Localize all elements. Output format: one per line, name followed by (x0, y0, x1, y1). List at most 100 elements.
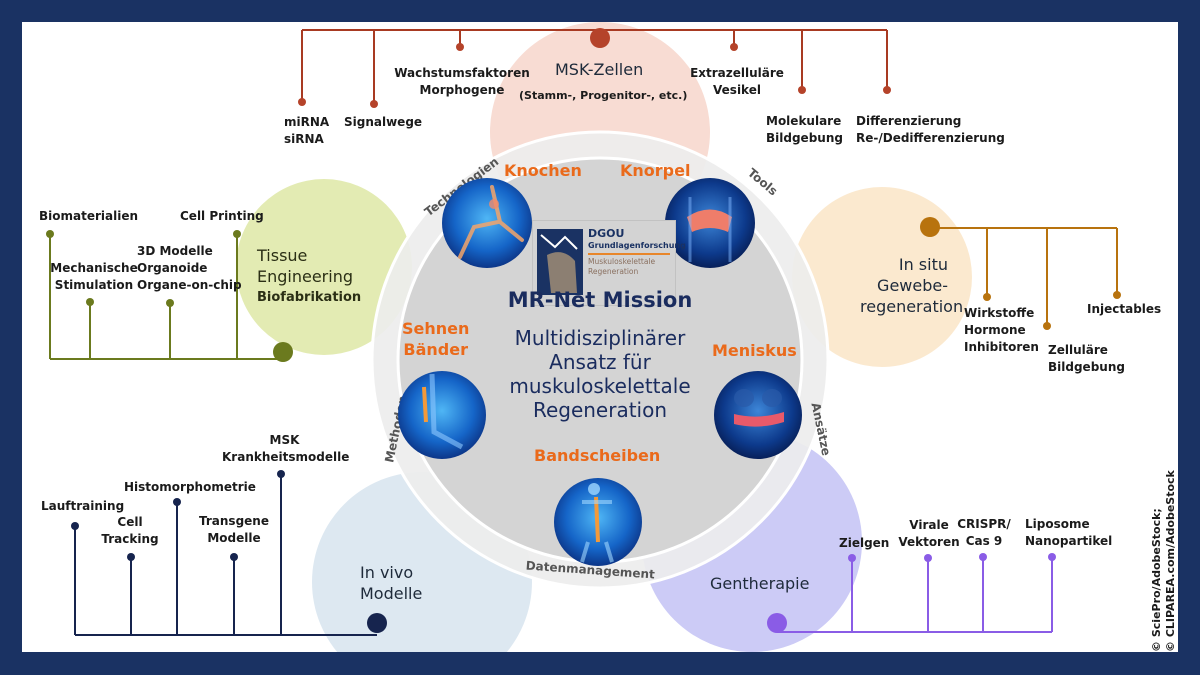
item-line: Organoide (137, 261, 208, 275)
knochen-image (442, 178, 532, 268)
msk-item-signalwege: Signalwege (344, 115, 423, 129)
in-vivo-title-line: Modelle (360, 584, 423, 603)
in-vivo-item-cell-tracking: Cell Tracking (100, 514, 160, 548)
in-vivo-item-msk-krankheitsmodelle: MSK Krankheitsmodelle (222, 432, 350, 466)
logo-org: DGOU (588, 227, 625, 240)
petal-title-in-situ: In situ Gewebe- regeneration (860, 254, 964, 317)
item-line: Krankheitsmodelle (222, 450, 350, 464)
credit-line: © CLIPAREA.com/AdobeStock (1164, 470, 1177, 652)
tissue-item-biomaterialien: Biomaterialien (39, 209, 139, 223)
item-line: siRNA (284, 132, 324, 146)
mission-title: MR-Net Mission (507, 288, 693, 312)
logo-line-2: Regeneration (588, 267, 639, 276)
tissue-item-mechanische-stimulation: Mechanische Stimulation (50, 260, 138, 294)
ring-border (370, 130, 830, 590)
item-line: Virale (909, 518, 949, 532)
in-situ-title-line: regeneration (860, 297, 964, 316)
item-line: Tracking (101, 532, 159, 546)
tissue-title-line: Engineering (257, 267, 353, 286)
connector-dots-in-situ (920, 217, 1121, 330)
credit-line: © SciePro/AdobeStock; (1150, 508, 1163, 652)
petal-tissue-engineering (236, 179, 412, 355)
tissue-item-3d-modelle: 3D Modelle Organoide Organe-on-chip (137, 243, 242, 294)
connector-dots-in-vivo (71, 470, 387, 633)
item-line: Wirkstoffe (964, 306, 1035, 320)
gen-item-liposome: Liposome Nanopartikel (1025, 516, 1112, 550)
gen-item-crispr-cas9: CRISPR/ Cas 9 (954, 516, 1014, 550)
msk-item-differenzierung: Differenzierung Re-/Dedifferenzierung (856, 113, 1005, 147)
petal-title-tissue-engineering: Tissue Engineering Biofabrikation (257, 245, 361, 308)
in-situ-title-line: In situ (898, 255, 948, 274)
tissue-label-sehnen: Sehnen (402, 319, 470, 338)
connector-dots-gentherapie (767, 553, 1056, 633)
item-line: Liposome (1025, 517, 1090, 531)
bandscheiben-image (554, 478, 642, 566)
meniskus-image (714, 371, 802, 459)
dgou-logo: DGOU Grundlagenforschung Muskuloskeletta… (532, 220, 686, 306)
gen-item-virale-vektoren: Virale Vektoren (894, 517, 964, 551)
tissue-label-baender: Bänder (403, 340, 468, 359)
knorpel-image (665, 178, 755, 268)
item-line: Hormone (964, 323, 1026, 337)
diagram-canvas: Technologien Tools Methoden Ansätze Date… (22, 22, 1178, 652)
in-vivo-item-lauftraining: Lauftraining (41, 499, 125, 513)
item-line: 3D Modelle (137, 244, 213, 258)
msk-item-wachstumsfaktoren: Wachstumsfaktoren Morphogene (392, 65, 532, 99)
in-situ-item-zellulaere-bildgebung: Zelluläre Bildgebung (1048, 342, 1125, 376)
msk-item-mirna: miRNA siRNA (284, 114, 329, 148)
in-situ-item-wirkstoffe: Wirkstoffe Hormone Inhibitoren (964, 305, 1039, 356)
logo-subtitle: Muskuloskelettale Regeneration (588, 257, 655, 277)
mission-subtitle: Multidisziplinärer Ansatz für muskuloske… (480, 326, 720, 422)
item-line: Mechanische (50, 261, 138, 275)
in-situ-item-injectables: Injectables (1087, 302, 1162, 316)
item-line: Re-/Dedifferenzierung (856, 131, 1005, 145)
tissue-title-line: Biofabrikation (257, 290, 362, 305)
item-line: MSK (269, 433, 300, 447)
petal-subtitle-msk-zellen: (Stamm-, Progenitor-, etc.) (519, 89, 688, 102)
sehnen-image (398, 371, 486, 459)
petal-title-gentherapie: Gentherapie (710, 574, 810, 593)
tissue-item-cell-printing: Cell Printing (180, 209, 264, 223)
tissue-label-meniskus: Meniskus (712, 341, 797, 360)
connector-dots-tissue (46, 230, 293, 362)
connector-dots-msk (298, 28, 891, 108)
item-line: Vektoren (898, 535, 960, 549)
item-line: Extrazelluläre (690, 66, 784, 80)
item-line: Cas 9 (965, 534, 1003, 548)
petal-title-msk-zellen: MSK-Zellen (555, 60, 644, 79)
connector-in-vivo (74, 474, 377, 636)
item-line: Vesikel (713, 83, 761, 97)
item-line: Transgene (199, 514, 269, 528)
tissue-label-knorpel: Knorpel (620, 161, 691, 180)
item-line: Inhibitoren (964, 340, 1039, 354)
petal-title-in-vivo: In vivo Modelle (360, 562, 422, 604)
item-line: Organe-on-chip (137, 278, 242, 292)
item-line: Molekulare (766, 114, 842, 128)
connector-tissue-engineering (49, 234, 282, 360)
tissue-title-line: Tissue (257, 246, 308, 265)
image-credits: © SciePro/AdobeStock; © CLIPAREA.com/Ado… (1150, 470, 1178, 652)
item-line: Nanopartikel (1025, 534, 1113, 548)
item-line: Bildgebung (766, 131, 843, 145)
logo-divider (588, 253, 670, 255)
item-line: CRISPR/ (957, 517, 1011, 531)
item-line: Bildgebung (1048, 360, 1125, 374)
tissue-label-knochen: Knochen (504, 161, 582, 180)
in-vivo-item-transgene-modelle: Transgene Modelle (194, 513, 274, 547)
dgou-logo-mark (537, 229, 583, 295)
gen-item-zielgen: Zielgen (839, 536, 890, 550)
mission-subtitle-line: Regeneration (532, 398, 668, 422)
item-line: Stimulation (54, 278, 134, 292)
item-line: Modelle (207, 531, 261, 545)
item-line: miRNA (284, 115, 330, 129)
tissue-label-sehnen-baender: Sehnen Bänder (402, 318, 469, 360)
mission-subtitle-line: Ansatz für (549, 350, 651, 374)
tissue-label-bandscheiben: Bandscheiben (534, 446, 661, 465)
item-line: Differenzierung (856, 114, 962, 128)
logo-dept: Grundlagenforschung (588, 241, 686, 250)
in-situ-title-line: Gewebe- (877, 276, 948, 295)
item-line: Cell (117, 515, 143, 529)
msk-item-extrazellulaere-vesikel: Extrazelluläre Vesikel (687, 65, 787, 99)
item-line: Wachstumsfaktoren (394, 66, 530, 80)
msk-item-molekulare-bildgebung: Molekulare Bildgebung (766, 113, 843, 147)
